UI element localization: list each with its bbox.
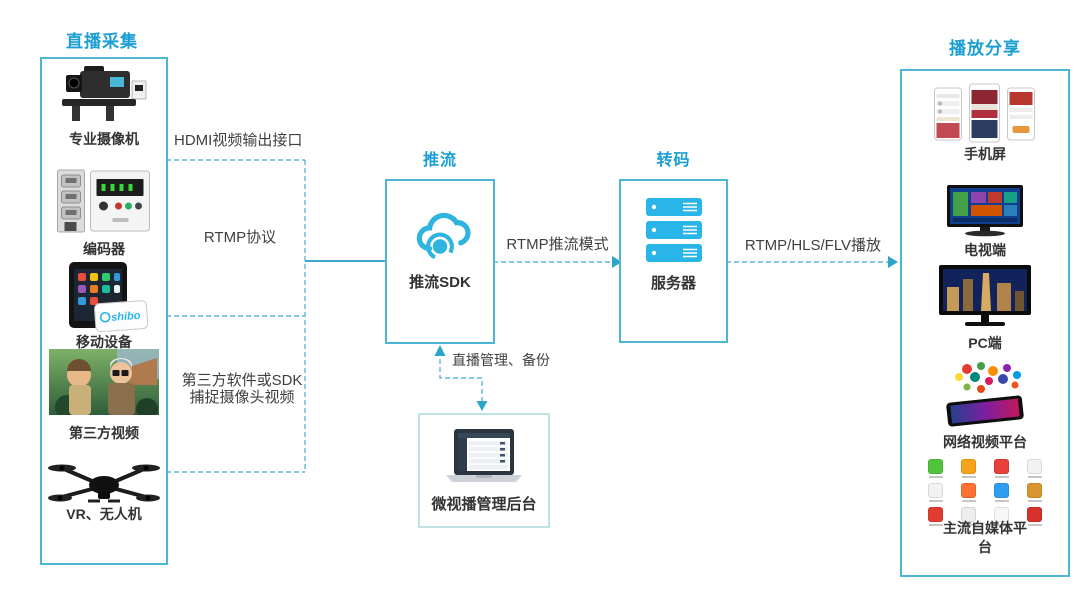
third-party-line1: 第三方软件或SDK [181, 372, 303, 389]
share-item-label: PC端 [968, 335, 1002, 351]
capture-item-label: 移动设备 [76, 334, 132, 350]
server-icon [645, 198, 702, 262]
play-protocols-label: RTMP/HLS/FLV播放 [744, 237, 882, 254]
management-label: 微视播管理后台 [431, 496, 537, 513]
laptop-admin-image [446, 429, 522, 482]
transcode-box: 服务器 [619, 179, 728, 343]
management-up-arrowhead-icon [434, 345, 446, 356]
app-icon [985, 459, 1018, 478]
push-section-title: 推流 [422, 152, 457, 169]
capture-item-label: 专业摄像机 [69, 131, 139, 147]
tv-image [947, 185, 1023, 237]
server-label: 服务器 [650, 275, 696, 292]
share-item-label: 网络视频平台 [943, 434, 1027, 450]
app-icon [919, 483, 952, 502]
management-down-arrowhead-icon [476, 401, 488, 411]
drone-image [48, 464, 160, 503]
management-arrow-label: 直播管理、备份 [452, 352, 550, 368]
hdmi-connector-label: HDMI视频输出接口 [174, 132, 303, 149]
tablet-apps-image [946, 362, 1024, 427]
capture-box: 专业摄像机 编码器 [40, 57, 168, 565]
sdk-management-line [439, 351, 483, 401]
push-arrowhead-icon [612, 256, 622, 268]
cloud-sdk-icon [416, 212, 471, 261]
encoder-image [57, 169, 150, 233]
app-icon [952, 483, 985, 502]
push-sdk-label: 推流SDK [409, 274, 471, 291]
management-box: 微视播管理后台 [418, 413, 550, 528]
transcode-section-title: 转码 [656, 152, 691, 169]
share-item-label: 电视端 [964, 242, 1006, 258]
share-item-label: 主流自媒体平台 [943, 520, 1027, 555]
capture-item-label: VR、无人机 [66, 506, 142, 522]
professional-camera-image [62, 66, 147, 121]
app-icon [952, 459, 985, 478]
app-icon [952, 507, 985, 526]
share-item-label: 手机屏 [964, 146, 1006, 162]
third-party-line2: 捕捉摄像头视频 [189, 389, 295, 406]
app-icon [919, 459, 952, 478]
share-box: 手机屏 电视端 PC端 [900, 69, 1070, 577]
app-icon [919, 507, 952, 526]
third-party-video-image [49, 349, 159, 415]
capture-item-label: 编码器 [83, 241, 125, 257]
phone-screens-image [934, 83, 1035, 143]
share-section-title: 播放分享 [949, 39, 1021, 58]
capture-section-title: 直播采集 [66, 32, 138, 51]
self-media-app-grid [919, 459, 1051, 526]
capture-item-label: 第三方视频 [69, 425, 139, 441]
app-icon [1018, 459, 1051, 478]
push-mode-label: RTMP推流模式 [506, 236, 609, 253]
pc-monitor-image [939, 265, 1031, 326]
app-icon [1018, 507, 1051, 526]
app-icon [985, 483, 1018, 502]
third-party-connector-label: 第三方软件或SDK 捕捉摄像头视频 [168, 372, 316, 406]
mobile-device-logo: shibo [111, 310, 141, 324]
app-icon [1018, 483, 1051, 502]
app-icon [985, 507, 1018, 526]
push-sdk-box: 推流SDK [385, 179, 495, 344]
share-arrowhead-icon [888, 256, 898, 268]
rtmp-protocol-label: RTMP协议 [203, 229, 277, 246]
mobile-device-image: shibo [69, 262, 149, 332]
